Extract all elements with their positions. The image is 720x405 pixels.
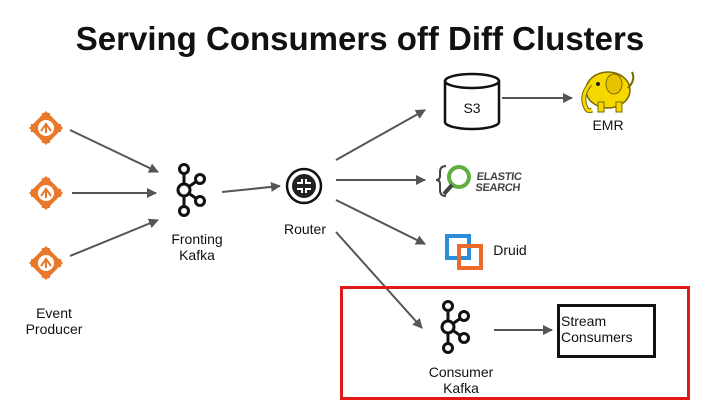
gear-puzzle-icon — [29, 111, 63, 145]
gear-puzzle-icon — [29, 176, 63, 210]
bucket-icon — [443, 72, 501, 131]
router-label: Router — [283, 221, 327, 237]
gear-puzzle-icon — [29, 246, 63, 280]
arrow-router-to-druid — [335, 199, 426, 245]
arrow-fronting-kafka-to-router — [221, 181, 281, 193]
arrow-producer1-to-fronting-kafka — [69, 129, 159, 173]
hadoop-elephant-icon — [581, 71, 635, 114]
slide-title: Serving Consumers off Diff Clusters — [75, 20, 645, 57]
druid-label: Druid — [493, 242, 527, 258]
stream-consumers-box — [557, 304, 656, 358]
consumer-kafka-label: Consumer Kafka — [428, 364, 494, 396]
stream-consumers-label: Stream Consumers — [561, 313, 633, 345]
s3-label: S3 — [463, 100, 481, 116]
consumer-kafka-highlight — [340, 286, 690, 400]
arrow-router-to-s3 — [335, 109, 426, 161]
emr-label: EMR — [592, 117, 624, 133]
elasticsearch-icon — [435, 165, 471, 197]
elasticsearch-logo-text: ELASTIC SEARCH — [474, 171, 522, 194]
kafka-icon — [176, 163, 206, 217]
router-icon — [285, 167, 323, 205]
fronting-kafka-label: Fronting Kafka — [171, 231, 223, 263]
druid-icon — [445, 234, 483, 270]
kafka-icon — [440, 300, 470, 354]
arrow-producer3-to-fronting-kafka — [69, 218, 159, 257]
event-producer-label: Event Producer — [25, 305, 83, 337]
arrow-router-to-consumer-kafka — [335, 231, 423, 329]
connector-arrows — [69, 93, 573, 335]
elasticsearch-logo-line2: SEARCH — [474, 182, 521, 194]
